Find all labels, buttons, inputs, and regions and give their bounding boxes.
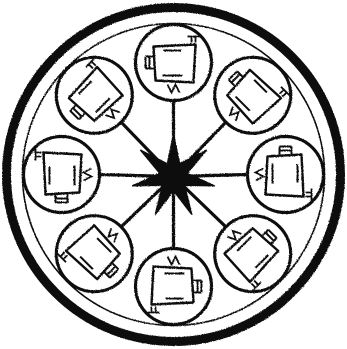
- petal-circle: [24, 137, 100, 213]
- petal-circle: [136, 25, 212, 101]
- petal-circle: [136, 249, 212, 325]
- petal-circle: [248, 137, 324, 213]
